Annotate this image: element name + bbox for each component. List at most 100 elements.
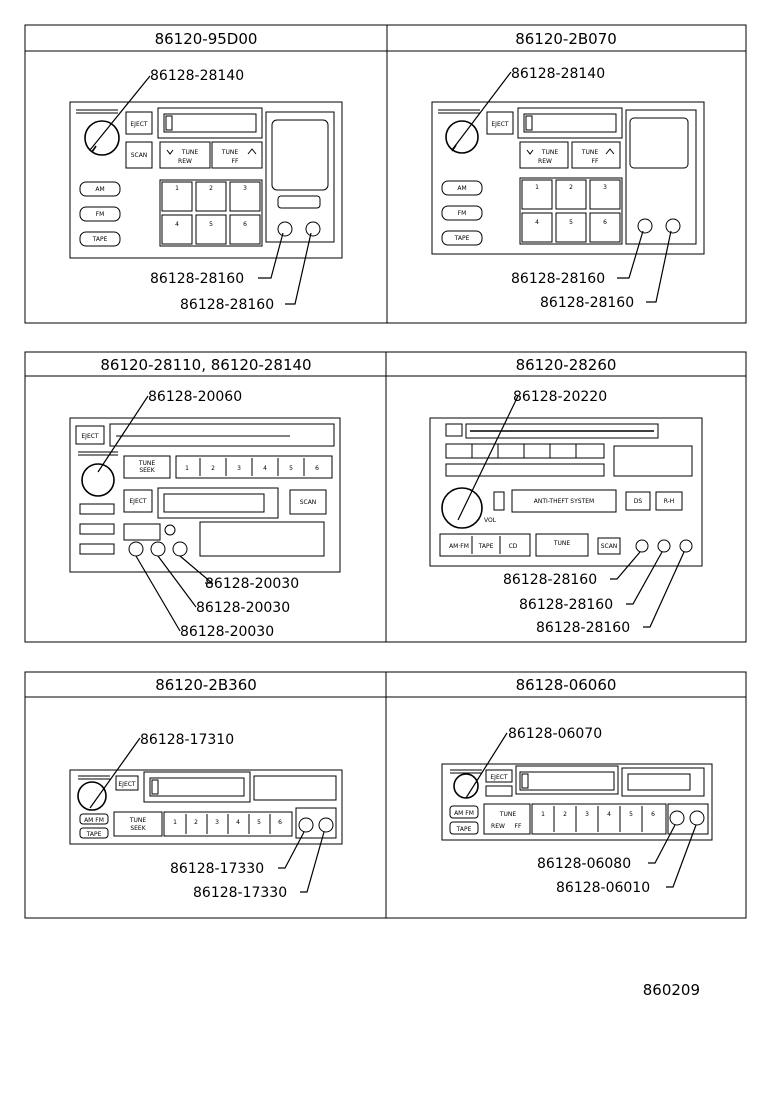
svg-text:TUNE: TUNE: [138, 460, 156, 467]
eject-button: [486, 111, 514, 135]
svg-text:FF: FF: [232, 158, 239, 165]
eject-button: [125, 111, 153, 135]
svg-text:TUNE: TUNE: [221, 149, 239, 156]
part-label-4d: 86128-28160: [536, 620, 630, 636]
fm-button: [441, 205, 483, 221]
preset-row: [531, 803, 667, 835]
svg-text:5: 5: [289, 465, 293, 472]
radio-unit-2: EJECT TUNE REW TUNE FF AM FM TAPE 1 2 3 …: [431, 101, 705, 255]
cd-slot: [109, 423, 335, 447]
svg-text:EJECT: EJECT: [129, 498, 147, 505]
knob-right: [665, 218, 681, 234]
preset-row: [175, 455, 333, 479]
eject-button: [75, 425, 105, 445]
am-button: [79, 181, 121, 197]
svg-text:FM: FM: [96, 211, 105, 218]
svg-text:TAPE: TAPE: [86, 831, 102, 838]
svg-text:AM FM: AM FM: [84, 817, 104, 824]
panel-3-header: 86120-28110, 86120-28140: [100, 356, 311, 374]
knob-left: [277, 221, 293, 237]
knob-2: [657, 539, 671, 553]
svg-text:SCAN: SCAN: [601, 543, 618, 550]
svg-text:EJECT: EJECT: [130, 121, 148, 128]
panel-6: 86128-06060 EJECT AM FM TAPE TUNE REW FF…: [385, 671, 747, 919]
svg-text:FF: FF: [592, 158, 599, 165]
amfm-button: [79, 813, 109, 825]
svg-text:TAPE: TAPE: [92, 236, 108, 243]
display-frame: [265, 111, 335, 243]
svg-text:REW: REW: [491, 823, 505, 830]
svg-text:4: 4: [236, 819, 240, 826]
knob-right: [305, 221, 321, 237]
part-label-3a: 86128-20060: [148, 389, 242, 405]
svg-text:6: 6: [243, 221, 247, 228]
svg-text:5: 5: [257, 819, 261, 826]
display-window: [253, 775, 337, 801]
cassette-slot: [517, 107, 623, 139]
tune-seek-button: [123, 455, 171, 479]
tape-button: [441, 230, 483, 246]
svg-text:REW: REW: [178, 158, 192, 165]
knob-1: [128, 541, 144, 557]
part-label-4c: 86128-28160: [519, 597, 613, 613]
part-label-1b: 86128-28160: [150, 271, 244, 287]
part-label-4a: 86128-20220: [513, 389, 607, 405]
svg-text:1: 1: [175, 185, 179, 192]
tune-button: [535, 533, 589, 557]
display-frame: [625, 109, 697, 245]
svg-text:6: 6: [278, 819, 282, 826]
svg-text:4: 4: [263, 465, 267, 472]
svg-text:SEEK: SEEK: [139, 467, 155, 474]
volume-knob: [84, 120, 120, 156]
cassette-slot: [157, 107, 263, 139]
svg-text:1: 1: [185, 465, 189, 472]
panel-5-border: [24, 671, 387, 919]
svg-text:1: 1: [173, 819, 177, 826]
svg-text:SCAN: SCAN: [300, 499, 317, 506]
part-label-3b: 86128-20030: [205, 576, 299, 592]
part-label-4b: 86128-28160: [503, 572, 597, 588]
svg-text:TUNE: TUNE: [181, 149, 199, 156]
svg-text:REW: REW: [538, 158, 552, 165]
panel-5: 86120-2B360 EJECT AM FM TAPE TUNE SEEK 1…: [24, 671, 387, 919]
svg-text:6: 6: [651, 811, 655, 818]
part-label-2a: 86128-28140: [511, 66, 605, 82]
display-window: [621, 767, 705, 797]
svg-text:2: 2: [569, 184, 573, 191]
svg-text:DS: DS: [634, 498, 643, 505]
svg-text:EJECT: EJECT: [81, 433, 99, 440]
cassette-slot: [143, 771, 251, 803]
panel-1-header: 86120-95D00: [155, 30, 258, 48]
panel-4: 86120-28260 VOL ANTI-THEFT SYSTEM DS R-H: [385, 351, 747, 643]
radio-unit-5: EJECT AM FM TAPE TUNE SEEK 1 2 3 4 5 6: [69, 769, 343, 845]
volume-knob: [445, 120, 479, 154]
tune-ff-button: [211, 141, 263, 169]
panel-3: 86120-28110, 86120-28140 EJECT TUNE SEEK…: [24, 351, 387, 643]
panel-2: 86120-2B070 EJECT TUNE REW TUNE FF AM FM: [386, 24, 747, 324]
part-label-5c: 86128-17330: [193, 885, 287, 901]
radio-unit-4: VOL ANTI-THEFT SYSTEM DS R-H AM·FM TAPE …: [429, 417, 703, 567]
knob-3: [679, 539, 693, 553]
part-label-3d: 86128-20030: [180, 624, 274, 640]
tune-ff-button: [571, 141, 621, 169]
svg-text:TAPE: TAPE: [456, 826, 472, 833]
preset-block: [519, 177, 623, 245]
svg-text:5: 5: [209, 221, 213, 228]
panel-5-header: 86120-2B360: [155, 676, 257, 694]
svg-text:CD: CD: [509, 543, 518, 550]
panel-4-border: [385, 351, 747, 643]
svg-text:SEEK: SEEK: [130, 825, 146, 832]
part-label-5b: 86128-17330: [170, 861, 264, 877]
panel-2-border: [386, 24, 747, 324]
eject-button: [115, 775, 139, 791]
rh-button: [655, 491, 683, 511]
part-label-2c: 86128-28160: [540, 295, 634, 311]
svg-text:1: 1: [541, 811, 545, 818]
display-window: [629, 117, 689, 169]
svg-text:AM·FM: AM·FM: [449, 543, 469, 550]
svg-text:VOL: VOL: [484, 517, 497, 524]
tape-button: [449, 821, 479, 835]
svg-text:2: 2: [563, 811, 567, 818]
svg-text:5: 5: [569, 219, 573, 226]
